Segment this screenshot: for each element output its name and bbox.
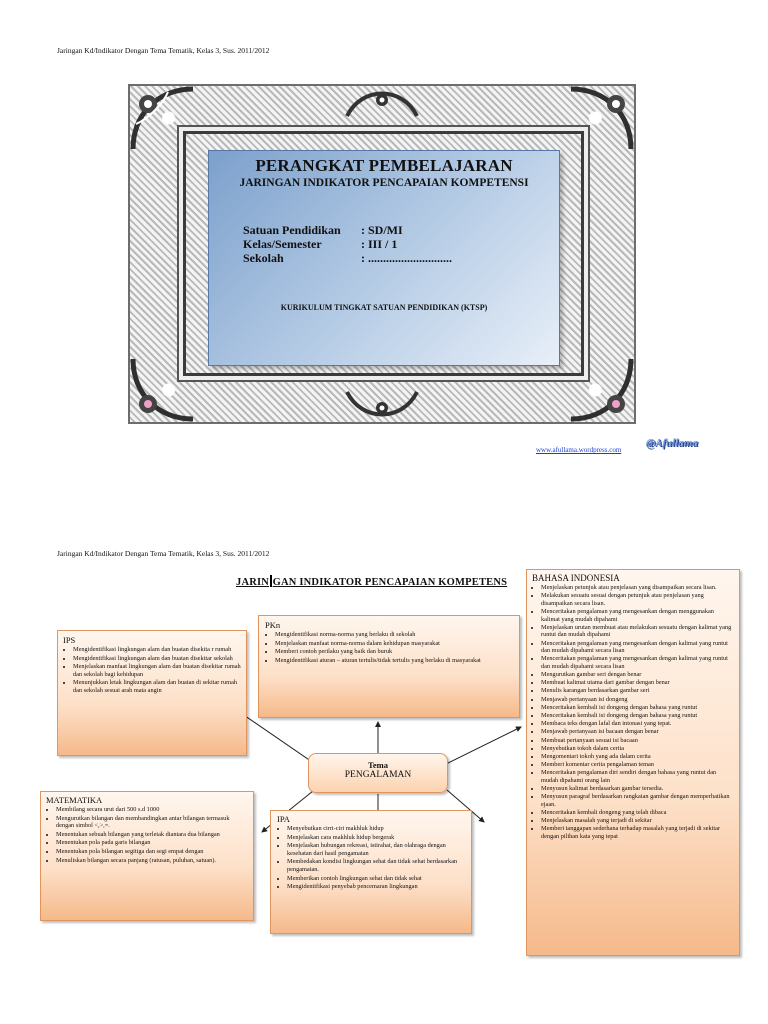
indicator-item: Menceritakan kembali isi dongeng dengan … [541,712,734,720]
indicator-item: Menjelaskan manfaat norma-norma dalam ke… [275,640,513,648]
corner-ornament-icon [570,86,634,150]
corner-ornament-icon [130,86,194,150]
website-link[interactable]: www.afullama.wordpress.com [536,446,622,454]
text-cursor-icon [270,575,272,587]
indicator-item: Membedakan kondisi lingkungan sehat dan … [287,858,465,873]
cover-row-kelas: Kelas/Semester : III / 1 [243,237,397,252]
indicator-item: Mengidentifikasi lingkungan alam dan bua… [73,655,241,663]
scroll-ornament-icon [345,91,419,117]
subject-title: IPS [63,635,76,645]
indicator-item: Mengurutkan gambar seri dengan benar [541,671,734,679]
indicator-item: Mengomentari tokoh yang ada dalam cerita [541,753,734,761]
subject-box-ips: IPS Mengidentifikasi lingkungan alam dan… [57,630,247,756]
indicator-item: Menceritakan kembali isi dongeng dengan … [541,704,734,712]
cover-panel: PERANGKAT PEMBELAJARAN JARINGAN INDIKATO… [208,150,560,366]
indicator-item: Mengurutkan bilangan dan membandingkan a… [56,815,248,830]
indicator-item: Memberikan contoh lingkungan sehat dan t… [287,875,465,883]
cover-row-label: Kelas/Semester [243,237,322,251]
indicator-item: Mengidentifikasi aturan – aturan tertuli… [275,657,513,665]
corner-ornament-icon [570,358,634,422]
indicator-item: Menjelaskan hubungan rekreasi, istirahat… [287,842,465,857]
indicator-item: Mengidentifikasi lingkungan alam dan bua… [73,646,241,654]
subject-title: IPA [277,814,290,824]
indicator-item: Melakukan sesuatu sesuai dengan petunjuk… [541,592,734,607]
indicator-item: Menceritakan pengalaman yang mengesankan… [541,655,734,670]
scroll-ornament-icon [345,391,419,417]
indicator-item: Menjelaskan petunjuk atau penjelasan yan… [541,584,734,592]
indicator-item: Menceritakan pengalaman yang mengesankan… [541,640,734,655]
indicator-item: Menuliskan bilangan secara panjang (ratu… [56,857,248,865]
cover-subtitle: JARINGAN INDIKATOR PENCAPAIAN KOMPETENSI [239,177,529,189]
subject-box-bahasa-indonesia: BAHASA INDONESIA Menjelaskan petunjuk at… [526,569,740,956]
cover-curriculum: KURIKULUM TINGKAT SATUAN PENDIDIKAN (KTS… [280,303,488,312]
indicator-item: Memberi komentar cerita pengalaman teman [541,761,734,769]
indicator-item: Menyusun paragraf berdasarkan rangkaian … [541,793,734,808]
indicator-item: Menjawab pertanyaan isi dongeng [541,696,734,704]
indicator-item: Menceritakan pengalaman diri sendiri den… [541,769,734,784]
cover-row-sekolah: Sekolah : ............................ [243,251,452,266]
arrow-extra [446,789,485,823]
subject-box-matematika: MATEMATIKA Membilang secara urut dari 50… [40,791,254,921]
indicator-item: Membaca teks dengan lafal dan intonasi y… [541,720,734,728]
subject-title: MATEMATIKA [46,795,103,805]
subject-box-pkn: PKn Mengidentifikasi norma-norma yang be… [258,615,520,718]
indicator-item: Membilang secara urut dari 500 s.d 1000 [56,806,248,814]
ornate-frame [128,84,636,424]
indicator-item: Menjelaskan urutan membuat atau melakuka… [541,624,734,639]
indicator-item: Menentukan pola bilangan segitiga dan se… [56,848,248,856]
cover-row-label: Satuan Pendidikan [243,223,341,237]
indicator-list: Mengidentifikasi lingkungan alam dan bua… [63,646,241,695]
indicator-item: Membuat kalimat utama dari gambar dengan… [541,679,734,687]
indicator-item: Menjawab pertanyaan isi bacaan dengan be… [541,728,734,736]
indicator-item: Membuat pertanyaan sesuai isi bacaan [541,737,734,745]
indicator-item: Menunjukkan letak lingkungan alam dan bu… [73,679,241,694]
indicator-list: Membilang secara urut dari 500 s.d 1000M… [46,806,248,864]
indicator-item: Menulis karangan berdasarkan gambar seri [541,687,734,695]
indicator-item: Menjelaskan manfaat lingkungan alam dan … [73,663,241,678]
cover-row-value: : III / 1 [361,237,398,251]
indicator-list: Menyebutkan cirri-ciri makhluk hidupMenj… [277,825,465,891]
cover-row-value: : ............................ [361,251,452,265]
indicator-item: Mengidentifikasi norma-norma yang berlak… [275,631,513,639]
theme-center-node: Tema PENGALAMAN [308,753,448,793]
cover-title: PERANGKAT PEMBELAJARAN [255,156,513,175]
indicator-item: Memberi contoh perilaku yang baik dan bu… [275,648,513,656]
indicator-item: Menentukan pola pada garis bilangan [56,839,248,847]
indicator-item: Memberi tanggapan sederhana terhadap mas… [541,825,734,840]
author-handle: @Afullama [646,437,698,449]
indicator-item: Menceritakan kembali dongeng yang telah … [541,809,734,817]
map-title-part: GAN INDIKATOR PENCAPAIAN KOMPETENS [272,577,508,588]
indicator-item: Menyusun kalimat berdasarkan gambar ters… [541,785,734,793]
indicator-item: Menjelaskan masalah yang terjadi di seki… [541,817,734,825]
theme-label: Tema [368,760,388,770]
indicator-list: Menjelaskan petunjuk atau penjelasan yan… [532,584,734,841]
cover-row-satuan: Satuan Pendidikan : SD/MI [243,223,403,238]
page-header: Jaringan Kd/Indikator Dengan Tema Temati… [57,549,270,558]
arrow-to-bahasa [441,726,522,767]
indicator-item: Mengidentifikasi penyebab pencemaran lin… [287,883,465,891]
page-header: Jaringan Kd/Indikator Dengan Tema Temati… [57,46,270,55]
indicator-item: Menyebutkan cirri-ciri makhluk hidup [287,825,465,833]
indicator-item: Menjelaskan cara makhluk hidup bergerak [287,834,465,842]
subject-box-ipa: IPA Menyebutkan cirri-ciri makhluk hidup… [270,810,472,934]
map-title-part: JARIN [236,577,270,588]
indicator-item: Menentukan sebuah bilangan yang terletak… [56,831,248,839]
cover-row-value: : SD/MI [361,223,403,237]
subject-title: BAHASA INDONESIA [532,573,620,583]
indicator-item: Menceritakan pengalaman yang mengesankan… [541,608,734,623]
indicator-list: Mengidentifikasi norma-norma yang berlak… [265,631,513,664]
cover-row-label: Sekolah [243,251,284,265]
theme-name: PENGALAMAN [344,770,412,780]
indicator-item: Menyebutkan tokoh dalam cerita [541,745,734,753]
corner-ornament-icon [130,358,194,422]
subject-title: PKn [265,620,281,630]
